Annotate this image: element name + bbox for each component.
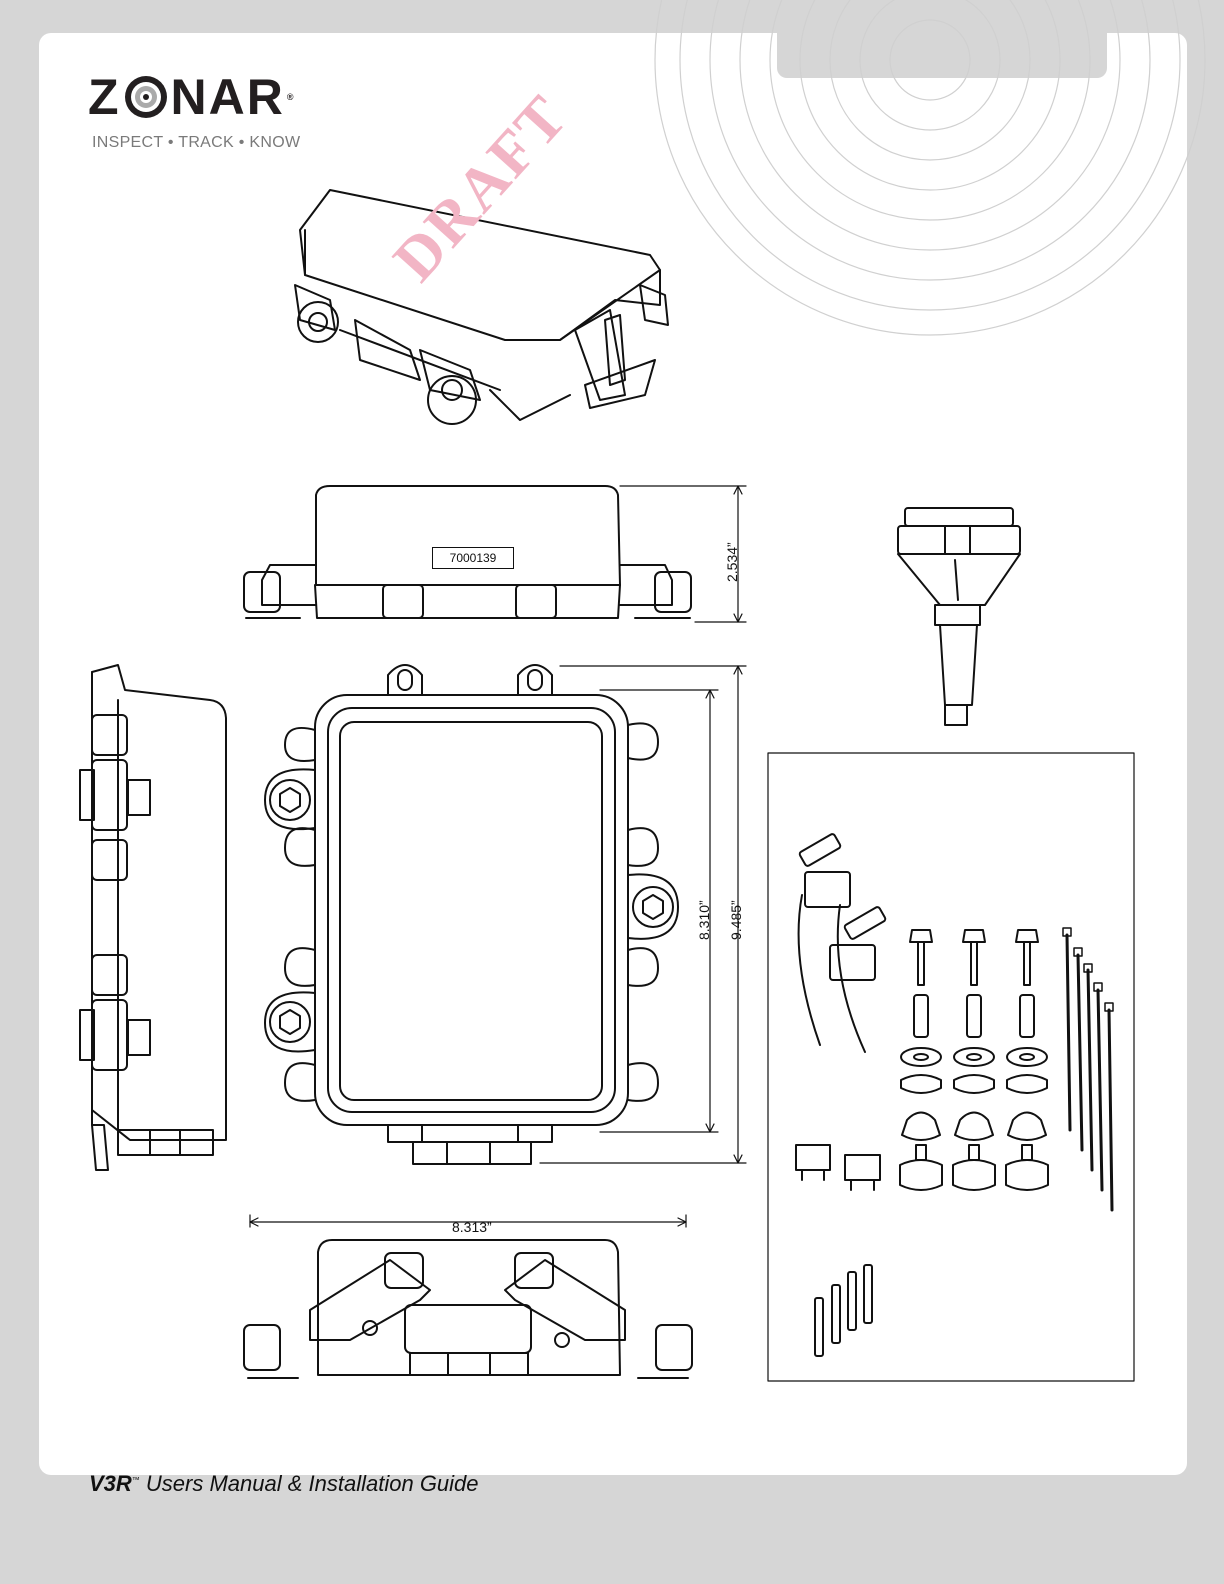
harness-connector bbox=[898, 508, 1020, 725]
left-profile-view bbox=[80, 665, 226, 1170]
dim-outer-length-label: 9.485” bbox=[728, 900, 744, 940]
dim-inner-length-label: 8.310” bbox=[696, 900, 712, 940]
decorative-rings bbox=[655, 0, 1205, 335]
top-plan-view bbox=[265, 665, 746, 1164]
accessories-kit bbox=[768, 753, 1134, 1381]
dim-height-label: 2.534” bbox=[724, 542, 740, 582]
dim-width-label: 8.313” bbox=[452, 1219, 492, 1235]
footer-product: V3R bbox=[89, 1471, 132, 1496]
serial-label: 7000139 bbox=[432, 547, 514, 569]
bolts bbox=[910, 930, 1038, 985]
footer-trademark: ™ bbox=[132, 1476, 140, 1485]
front-elevation-view bbox=[244, 1215, 692, 1378]
footer-title-text: Users Manual & Installation Guide bbox=[140, 1471, 479, 1496]
footer-title: V3R™ Users Manual & Installation Guide bbox=[89, 1471, 479, 1497]
cable-ties bbox=[1067, 935, 1112, 1210]
